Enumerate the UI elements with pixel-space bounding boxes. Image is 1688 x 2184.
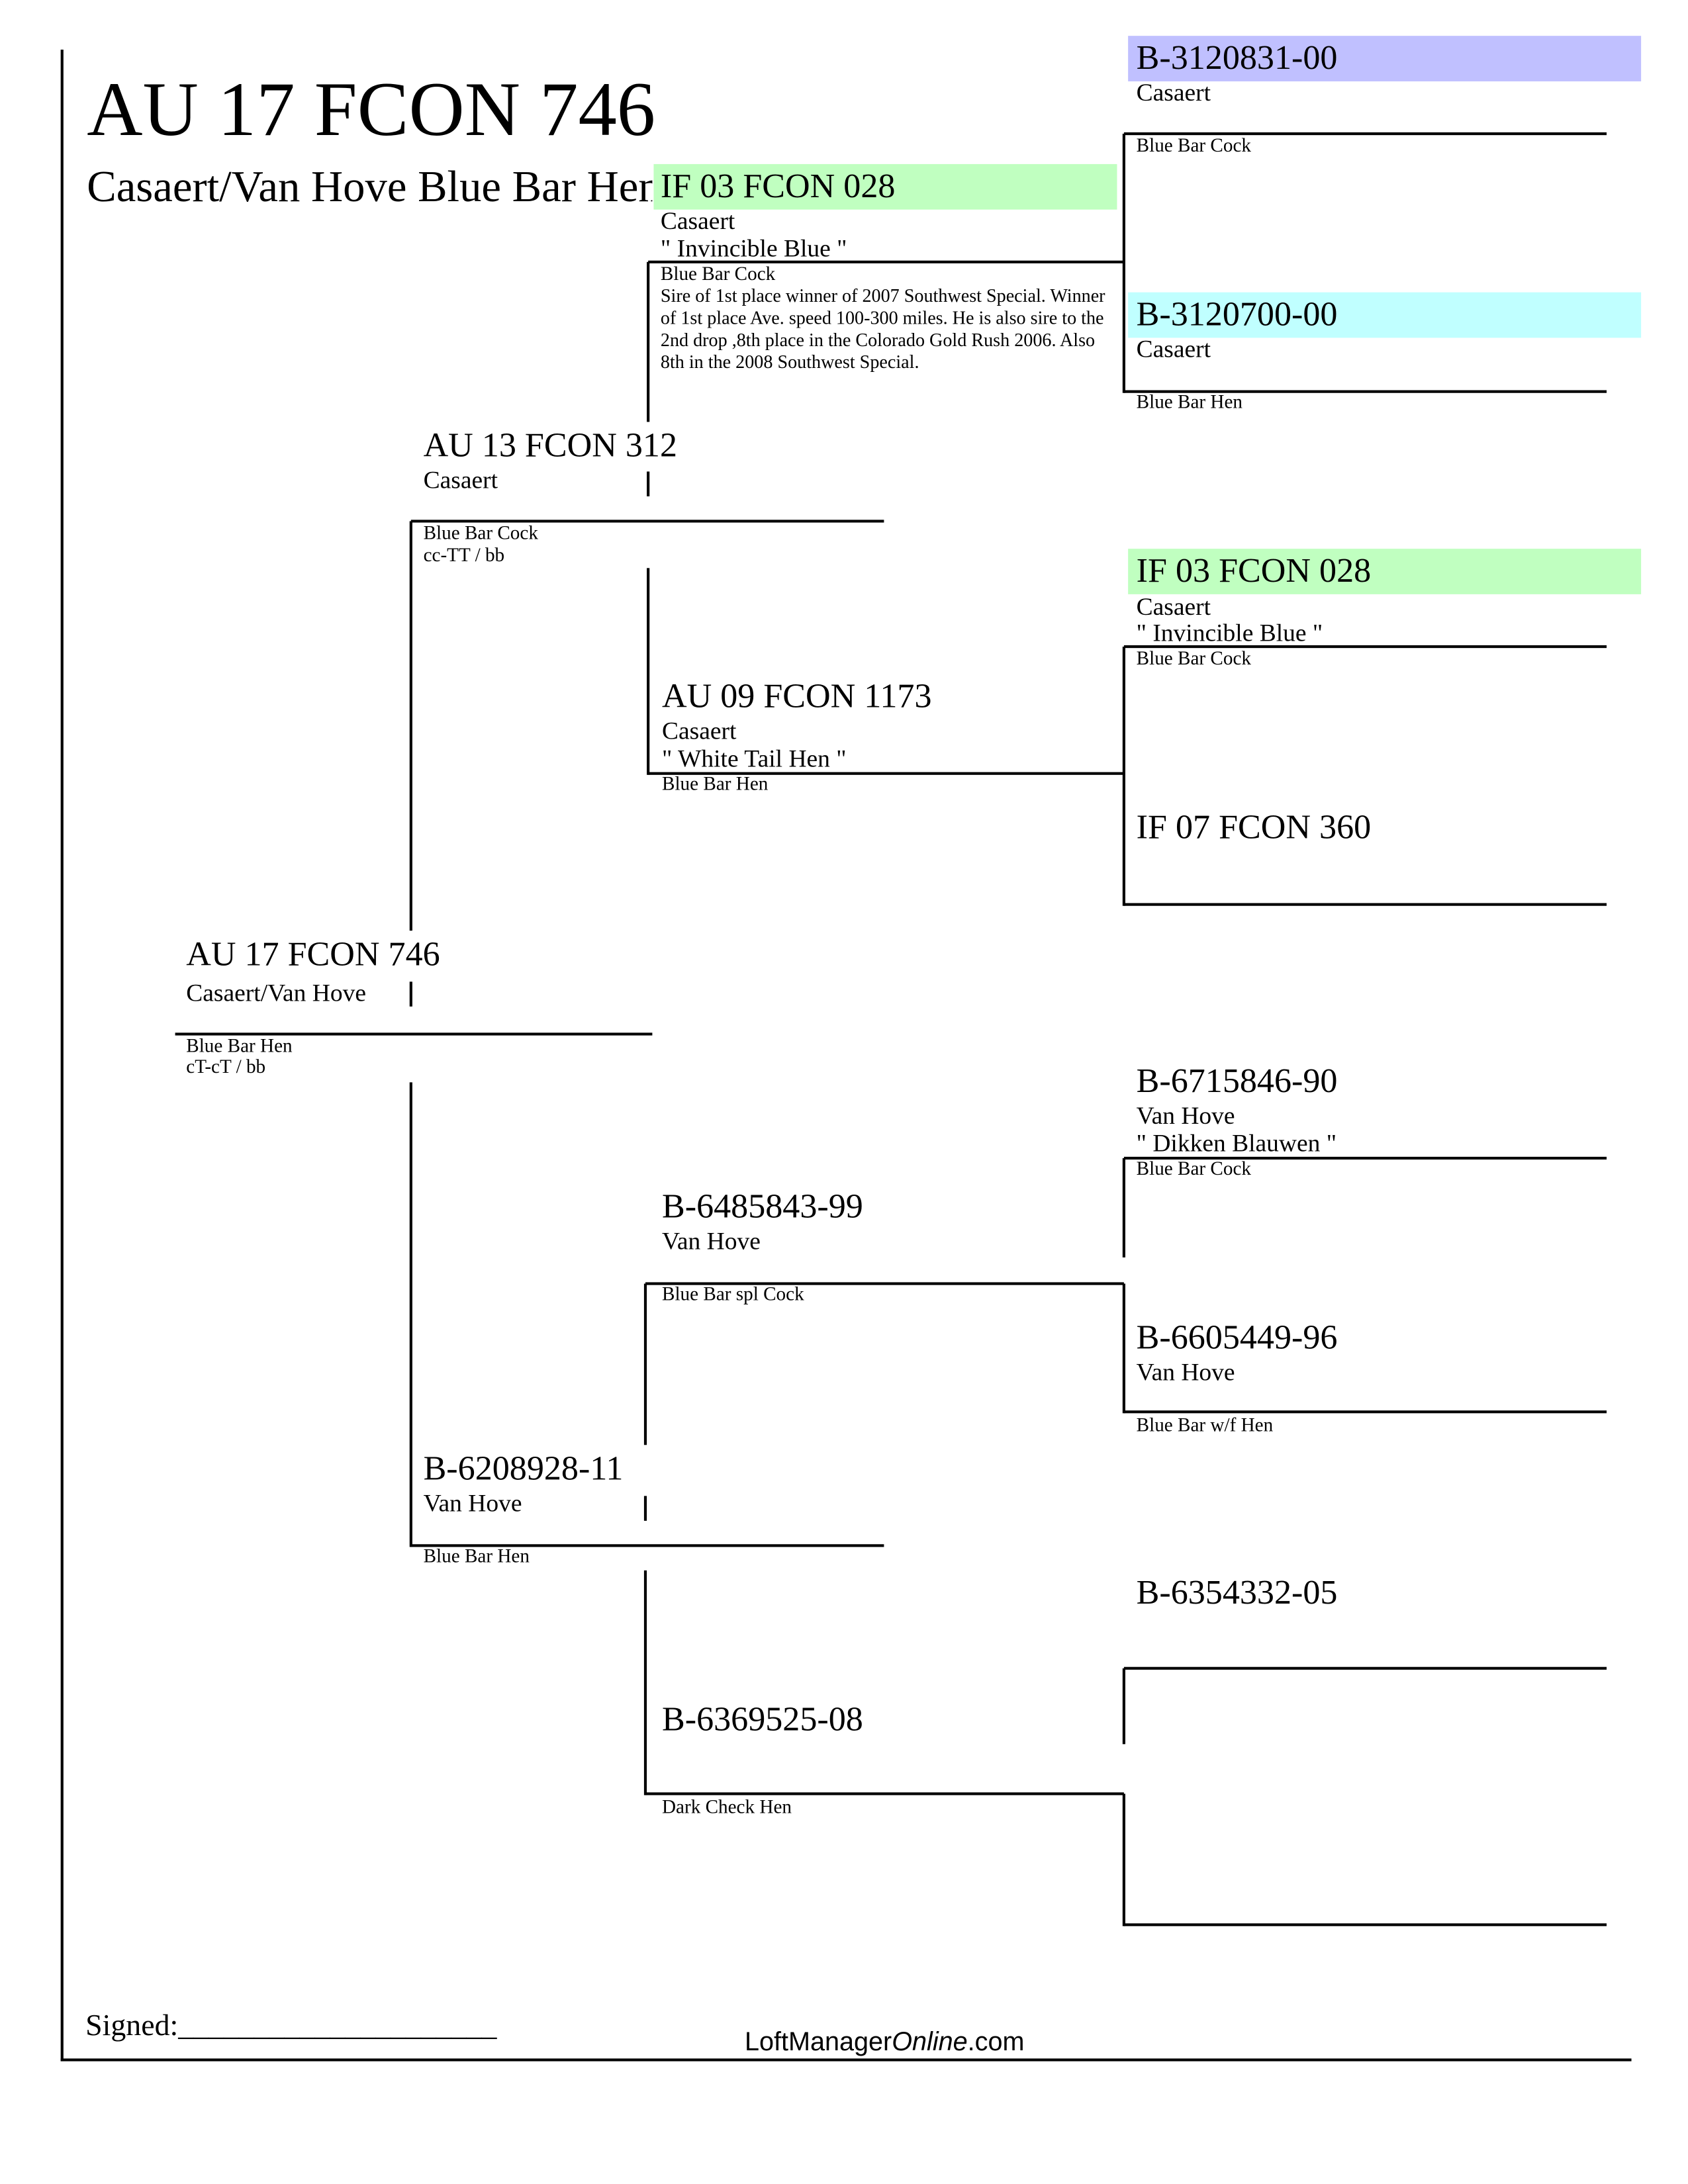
ss-name: " Invincible Blue "	[660, 234, 847, 262]
connector	[1122, 134, 1125, 393]
dss-band: B-6715846-90	[1136, 1063, 1338, 1101]
subject-color: Blue Bar Hen	[186, 1036, 293, 1058]
brand-italic: Online	[892, 2028, 968, 2058]
sd-band: AU 09 FCON 1173	[661, 678, 932, 716]
sds-color: Blue Bar Cock	[1136, 649, 1252, 670]
connector	[647, 471, 650, 496]
dsd-color: Blue Bar w/f Hen	[1136, 1416, 1274, 1437]
sss-breeder: Casaert	[1136, 78, 1211, 107]
dss-breeder: Van Hove	[1136, 1101, 1235, 1130]
connector	[1123, 132, 1607, 136]
connector	[1122, 1794, 1125, 1927]
frame-left-border	[60, 49, 64, 2062]
highlight-purple	[1128, 36, 1642, 81]
ss-color: Blue Bar Cock	[660, 264, 776, 286]
dam-breeder: Van Hove	[423, 1488, 522, 1517]
sss-band: B-3120831-00	[1136, 40, 1338, 77]
connector	[643, 1570, 647, 1796]
sire-genetics: cc-TT / bb	[423, 545, 505, 567]
sd-breeder: Casaert	[661, 717, 737, 745]
brand-footer: LoftManagerOnline.com	[745, 2030, 1024, 2056]
connector	[648, 260, 1124, 263]
connector	[175, 1032, 653, 1036]
connector	[645, 1792, 1124, 1796]
ss-band: IF 03 FCON 028	[660, 168, 896, 206]
ss-notes: Sire of 1st place winner of 2007 Southwe…	[660, 285, 1105, 373]
sdd-band: IF 07 FCON 360	[1136, 809, 1372, 847]
sire-color: Blue Bar Cock	[423, 523, 538, 545]
connector	[648, 772, 1124, 775]
connector	[1122, 647, 1125, 906]
ds-color: Blue Bar spl Cock	[661, 1285, 804, 1306]
connector	[643, 1283, 647, 1445]
sss-color: Blue Bar Cock	[1136, 136, 1252, 158]
ssd-band: B-3120700-00	[1136, 296, 1338, 334]
connector	[409, 1082, 412, 1547]
dd-color: Dark Check Hen	[661, 1797, 792, 1819]
sds-band: IF 03 FCON 028	[1136, 553, 1372, 590]
dss-name: " Dikken Blauwen "	[1136, 1129, 1337, 1157]
connector	[409, 521, 412, 931]
ssd-color: Blue Bar Hen	[1136, 392, 1243, 414]
connector	[1122, 1158, 1125, 1257]
connector	[410, 520, 884, 523]
sd-name: " White Tail Hen "	[661, 744, 847, 772]
sd-color: Blue Bar Hen	[661, 774, 769, 796]
dam-band: B-6208928-11	[423, 1450, 624, 1488]
connector	[1122, 1283, 1125, 1414]
connector	[643, 1496, 647, 1521]
connector	[1123, 1666, 1607, 1670]
signature-line: Signed:_____________________	[85, 2007, 497, 2042]
dsd-band: B-6605449-96	[1136, 1319, 1338, 1357]
connector	[1123, 645, 1607, 649]
subject-genetics: cT-cT / bb	[186, 1057, 266, 1079]
connector	[1123, 1156, 1607, 1160]
connector	[1123, 1923, 1607, 1927]
ds-breeder: Van Hove	[661, 1227, 761, 1255]
connector	[1122, 1668, 1125, 1745]
subject-breeder: Casaert/Van Hove	[186, 979, 367, 1007]
page-title: AU 17 FCON 746	[87, 68, 656, 154]
brand-tail: .com	[967, 2028, 1025, 2058]
connector	[410, 1544, 884, 1547]
dsd-breeder: Van Hove	[1136, 1358, 1235, 1386]
dds-band: B-6354332-05	[1136, 1574, 1338, 1612]
highlight-green	[1128, 549, 1642, 594]
page-subtitle: Casaert/Van Hove Blue Bar Hen	[87, 163, 653, 208]
connector	[1123, 390, 1607, 393]
brand-main: LoftManager	[744, 2028, 892, 2058]
dam-color: Blue Bar Hen	[423, 1547, 530, 1568]
connector	[645, 1282, 1124, 1285]
sire-band: AU 13 FCON 312	[423, 427, 677, 465]
highlight-green	[653, 163, 1117, 210]
subject-band: AU 17 FCON 746	[186, 936, 440, 974]
connector	[647, 261, 650, 422]
sds-name: " Invincible Blue "	[1136, 619, 1323, 647]
connector	[1123, 903, 1607, 906]
dd-band: B-6369525-08	[661, 1701, 863, 1739]
sire-breeder: Casaert	[423, 466, 498, 494]
dss-color: Blue Bar Cock	[1136, 1160, 1252, 1181]
ds-band: B-6485843-99	[661, 1188, 863, 1226]
sds-breeder: Casaert	[1136, 592, 1211, 621]
connector	[647, 568, 650, 775]
ss-breeder: Casaert	[660, 206, 735, 235]
frame-bottom-border	[60, 2058, 1632, 2062]
highlight-cyan	[1128, 292, 1642, 338]
connector	[1123, 1410, 1607, 1414]
ssd-breeder: Casaert	[1136, 335, 1211, 363]
connector	[409, 981, 412, 1007]
